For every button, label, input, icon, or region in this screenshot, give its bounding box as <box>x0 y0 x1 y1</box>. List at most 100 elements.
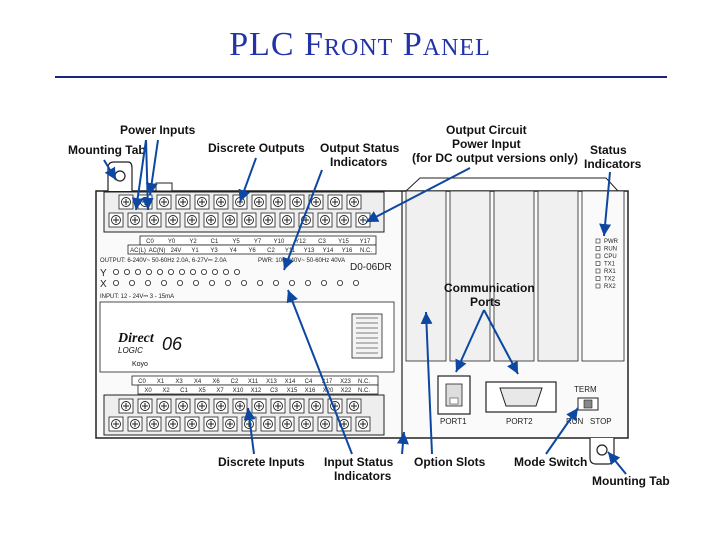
output-row-label: Y <box>100 268 107 279</box>
status-led-indicator <box>595 283 601 289</box>
terminal-screw <box>165 212 181 228</box>
terminal-screw <box>108 416 124 432</box>
input-row-label: X <box>100 279 107 290</box>
terminal-label: X14 <box>285 379 296 385</box>
label-output-circuit-2: Power Input <box>452 137 521 151</box>
terminal-label: C3 <box>318 239 326 245</box>
terminal-screw <box>279 212 295 228</box>
terminal-screw <box>118 398 134 414</box>
status-led-indicator <box>595 238 601 244</box>
status-led <box>208 279 215 286</box>
terminal-label: X1 <box>157 379 165 385</box>
terminal-label: X7 <box>216 388 224 394</box>
terminal-label: C1 <box>180 388 188 394</box>
terminal-screw <box>251 398 267 414</box>
terminal-label: AC(N) <box>149 248 166 254</box>
terminal-label: Y17 <box>360 239 371 245</box>
status-led <box>200 268 207 275</box>
terminal-label: X0 <box>144 388 152 394</box>
top-screw-row-lower <box>108 212 371 228</box>
terminal-label: Y14 <box>323 248 334 254</box>
terminal-screw <box>251 194 267 210</box>
terminal-label: X2 <box>162 388 170 394</box>
terminal-screw <box>241 212 257 228</box>
status-led <box>224 279 231 286</box>
terminal-screw <box>137 194 153 210</box>
top-label-strip <box>127 235 377 255</box>
terminal-label: X17 <box>322 379 333 385</box>
terminal-label: X13 <box>266 379 277 385</box>
terminal-label: C0 <box>146 239 154 245</box>
terminal-label: 24V <box>171 248 182 254</box>
status-led <box>144 279 151 286</box>
port1[interactable] <box>437 375 471 415</box>
terminal-screw <box>346 194 362 210</box>
status-led <box>156 268 163 275</box>
status-led <box>352 279 359 286</box>
terminal-screw <box>165 416 181 432</box>
terminal-screw <box>270 398 286 414</box>
brand-direct: Direct <box>117 331 155 346</box>
terminal-label: Y12 <box>295 239 306 245</box>
port2-label: PORT2 <box>506 417 533 426</box>
terminal-label: Y16 <box>342 248 353 254</box>
terminal-label: X15 <box>287 388 298 394</box>
terminal-label: Y13 <box>304 248 315 254</box>
label-output-circuit-3: (for DC output versions only) <box>412 151 578 165</box>
status-led-label: RX1 <box>604 269 616 275</box>
terminal-label: Y4 <box>229 248 237 254</box>
label-input-status-2: Indicators <box>334 469 392 483</box>
mode-switch-stop: STOP <box>590 417 612 426</box>
status-led <box>128 279 135 286</box>
terminal-label: Y10 <box>274 239 285 245</box>
terminal-label: C2 <box>267 248 275 254</box>
status-led-label: RX2 <box>604 284 616 290</box>
mode-switch[interactable] <box>577 397 599 411</box>
title-rule <box>55 76 667 78</box>
terminal-label: X4 <box>194 379 202 385</box>
status-led <box>320 279 327 286</box>
terminal-screw <box>327 194 343 210</box>
vent-slots <box>356 317 378 354</box>
slide-title: PLC Front Panel <box>229 26 491 63</box>
terminal-label: Y5 <box>232 239 240 245</box>
terminal-screw <box>213 398 229 414</box>
terminal-label: N.C. <box>360 248 372 254</box>
cpu-face <box>99 301 395 373</box>
status-led <box>145 268 152 275</box>
status-led <box>272 279 279 286</box>
status-led-label: RUN <box>604 247 617 253</box>
terminal-screw <box>336 212 352 228</box>
terminal-screw <box>298 416 314 432</box>
terminal-screw <box>260 416 276 432</box>
mode-switch-run: RUN <box>566 417 584 426</box>
port2[interactable] <box>485 381 557 413</box>
terminal-label: AC(L) <box>130 248 146 254</box>
status-led-indicator <box>595 253 601 259</box>
terminal-screw <box>213 194 229 210</box>
status-led <box>304 279 311 286</box>
label-input-status-1: Input Status <box>324 455 394 469</box>
terminal-screw <box>317 212 333 228</box>
status-led-indicator <box>595 246 601 251</box>
brand-logo: Direct LOGIC 06 Koyo <box>117 331 183 368</box>
status-led-indicator <box>595 261 601 266</box>
terminal-label: X22 <box>341 388 352 394</box>
label-status-indicators-2: Indicators <box>584 157 642 171</box>
status-led <box>233 268 240 275</box>
terminal-screw <box>355 416 371 432</box>
terminal-screw <box>146 212 162 228</box>
terminal-screw <box>175 398 191 414</box>
terminal-screw <box>175 194 191 210</box>
terminal-screw <box>127 212 143 228</box>
terminal-label: X11 <box>248 379 259 385</box>
terminal-screw <box>222 416 238 432</box>
terminal-screw <box>156 194 172 210</box>
terminal-screw <box>194 194 210 210</box>
terminal-label: C3 <box>270 388 278 394</box>
brand-logic: LOGIC <box>118 346 143 355</box>
terminal-screw <box>317 416 333 432</box>
terminal-label: Y15 <box>338 239 349 245</box>
status-led-indicator <box>595 276 601 281</box>
